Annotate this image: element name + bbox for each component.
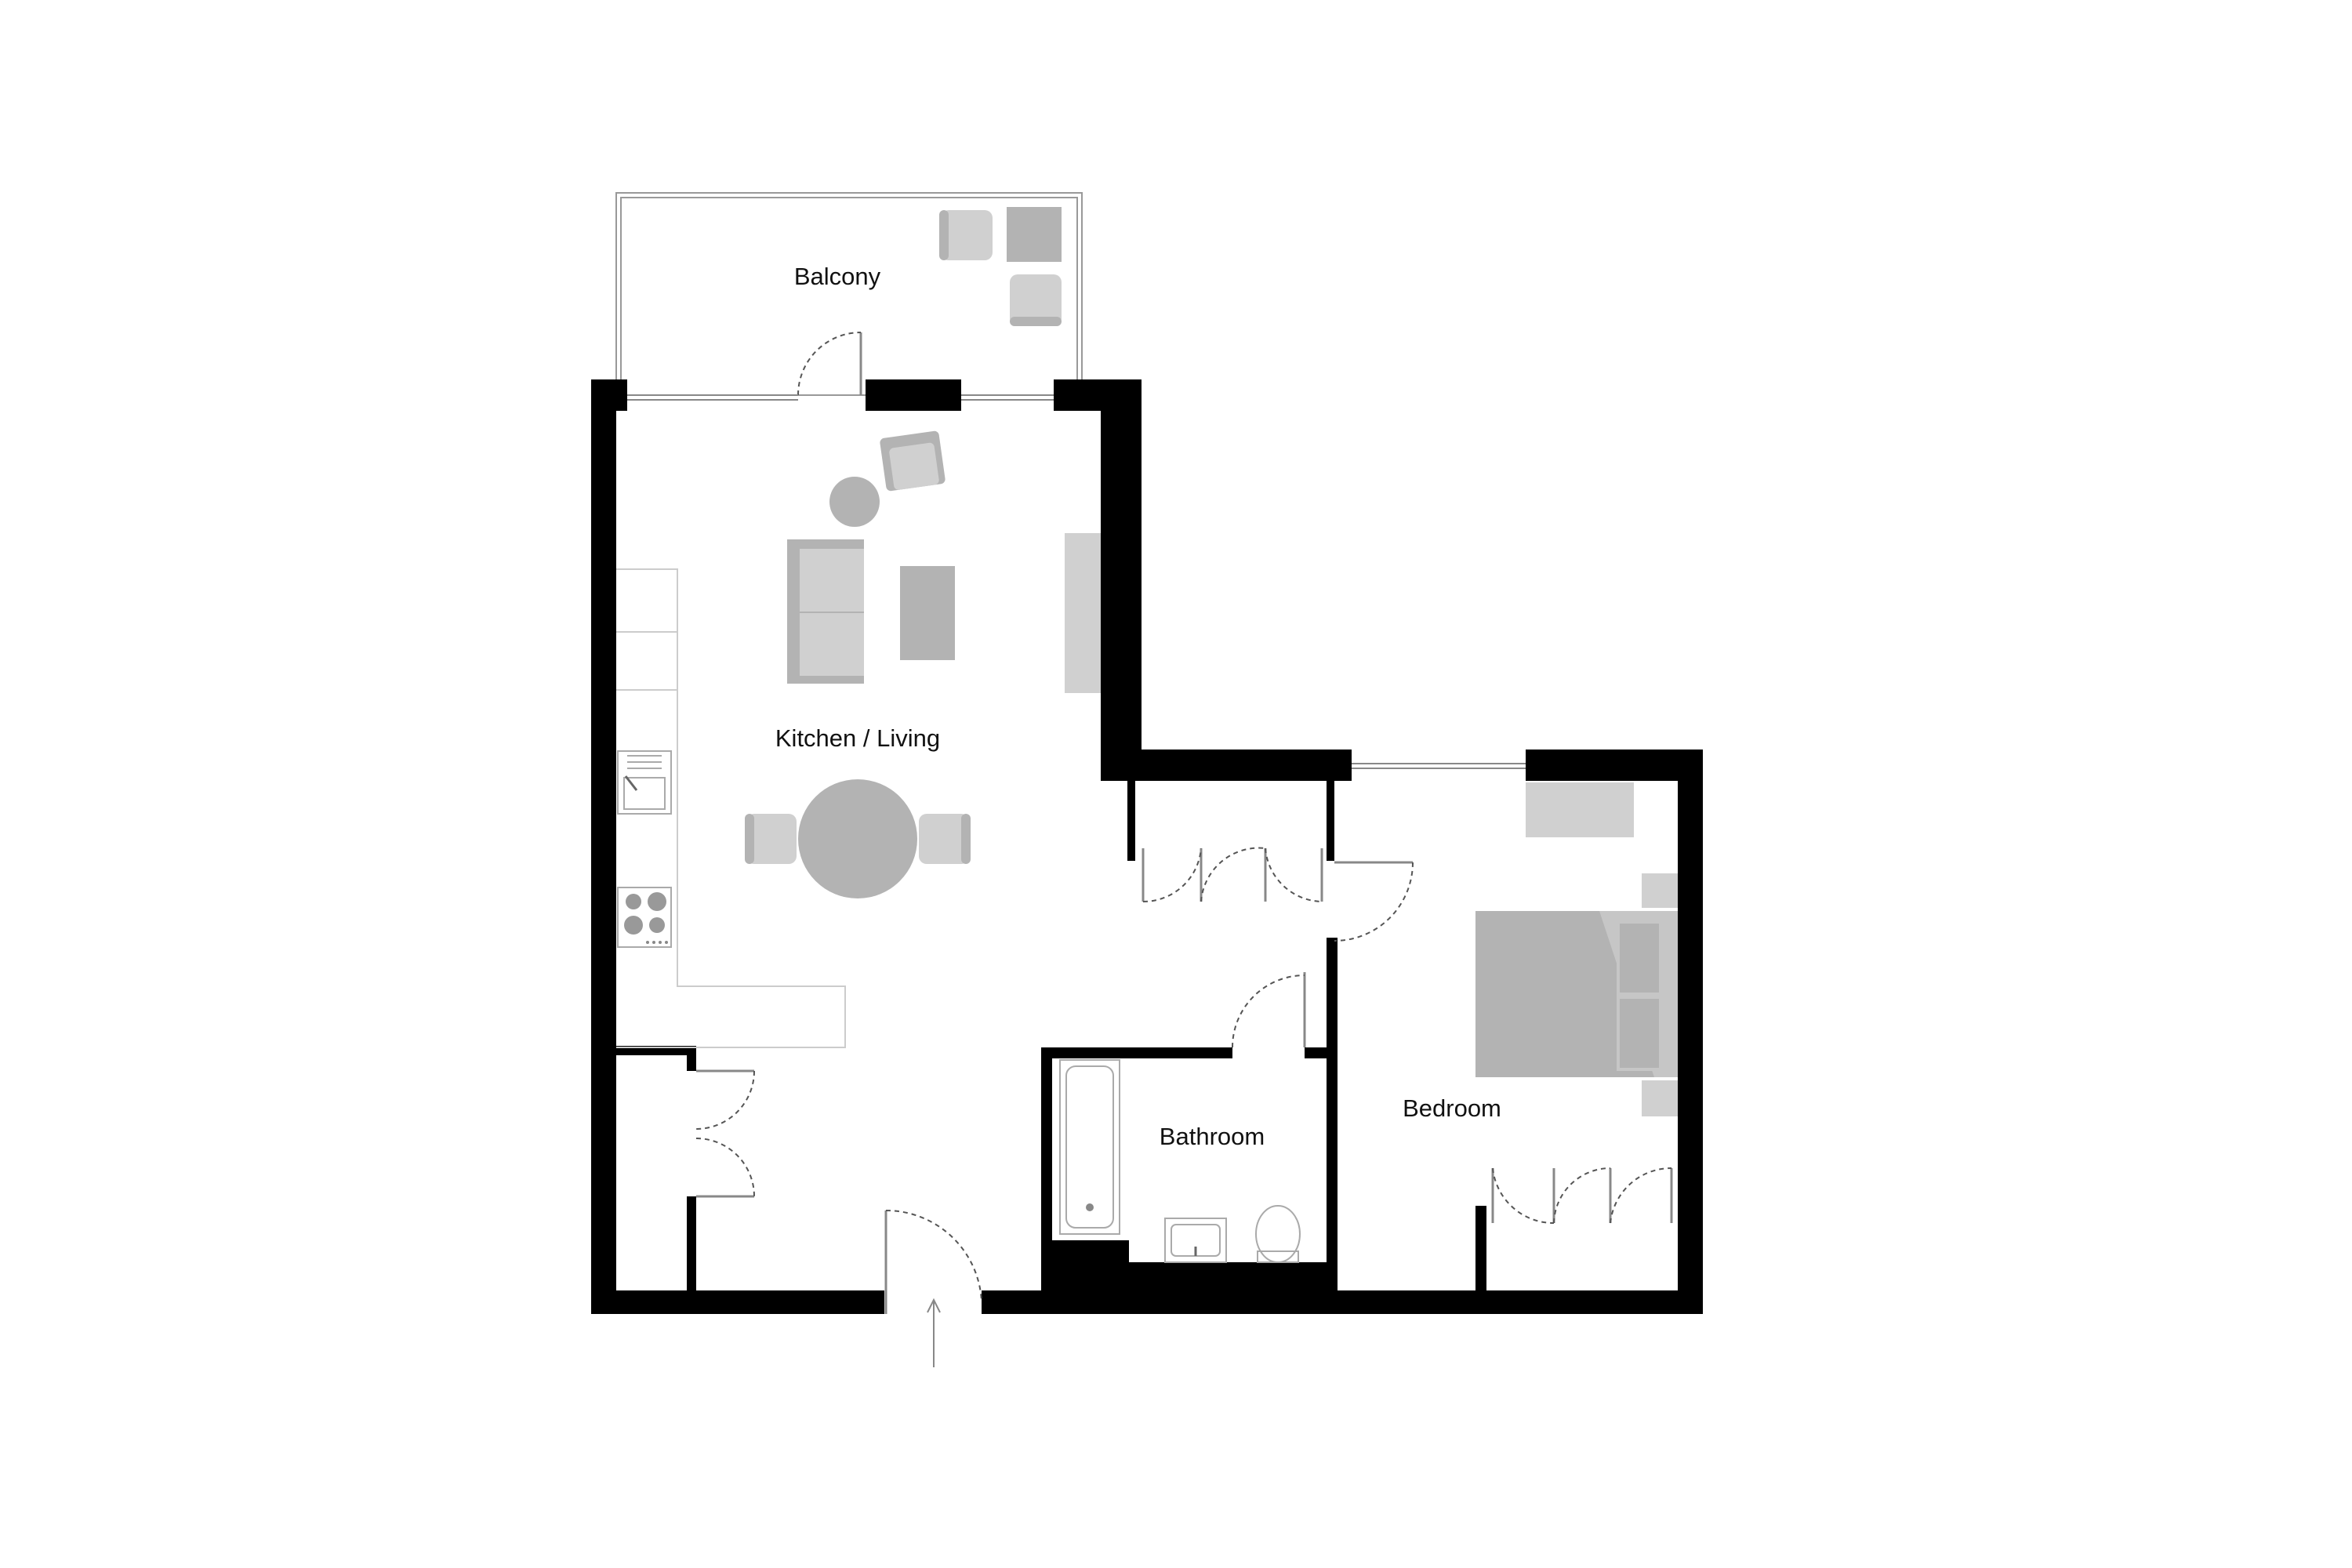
arrow-up-icon <box>927 1298 941 1367</box>
bathroom: Bathroom <box>1059 1059 1301 1263</box>
side-table <box>829 477 880 527</box>
balcony-door[interactable] <box>797 332 862 396</box>
kitchen-counter <box>616 568 846 1048</box>
tv-unit <box>1065 533 1101 693</box>
balcony-chair <box>1010 274 1062 326</box>
room-label-bedroom: Bedroom <box>1403 1094 1501 1122</box>
hall-wardrobe-doors[interactable] <box>1142 847 1323 903</box>
bathtub-icon <box>1059 1059 1120 1235</box>
sink-icon <box>617 750 672 815</box>
double-bed <box>1475 911 1678 1077</box>
nightstand <box>1642 1080 1678 1116</box>
balcony: Balcony <box>615 192 1083 396</box>
room-label-bathroom: Bathroom <box>1160 1123 1265 1150</box>
toilet-icon <box>1255 1205 1301 1263</box>
bedroom-door[interactable] <box>1334 861 1414 942</box>
walls <box>591 379 1703 1314</box>
hall-closet-doors[interactable] <box>695 1069 755 1198</box>
coffee-table <box>900 566 955 660</box>
bathroom-door[interactable] <box>1232 972 1306 1048</box>
sink-icon <box>1164 1218 1227 1263</box>
kitchen-living: Kitchen / Living <box>616 430 1101 1048</box>
bedroom-wardrobe-doors[interactable] <box>1491 1167 1673 1225</box>
room-label-kitchen-living: Kitchen / Living <box>775 724 940 752</box>
dining-chair <box>745 814 797 864</box>
entrance-door[interactable] <box>884 1209 982 1314</box>
balcony-railing-inner <box>620 197 1078 396</box>
sofa <box>787 539 864 684</box>
balcony-chair <box>939 210 993 260</box>
dining-chair <box>919 814 971 864</box>
bedroom: Bedroom <box>1403 782 1678 1225</box>
balcony-table <box>1007 207 1062 262</box>
room-label-balcony: Balcony <box>794 263 881 290</box>
dining-table <box>798 779 917 898</box>
hob-icon <box>617 887 672 948</box>
nightstand <box>1642 873 1678 908</box>
dresser <box>1526 782 1634 837</box>
armchair <box>880 430 946 492</box>
